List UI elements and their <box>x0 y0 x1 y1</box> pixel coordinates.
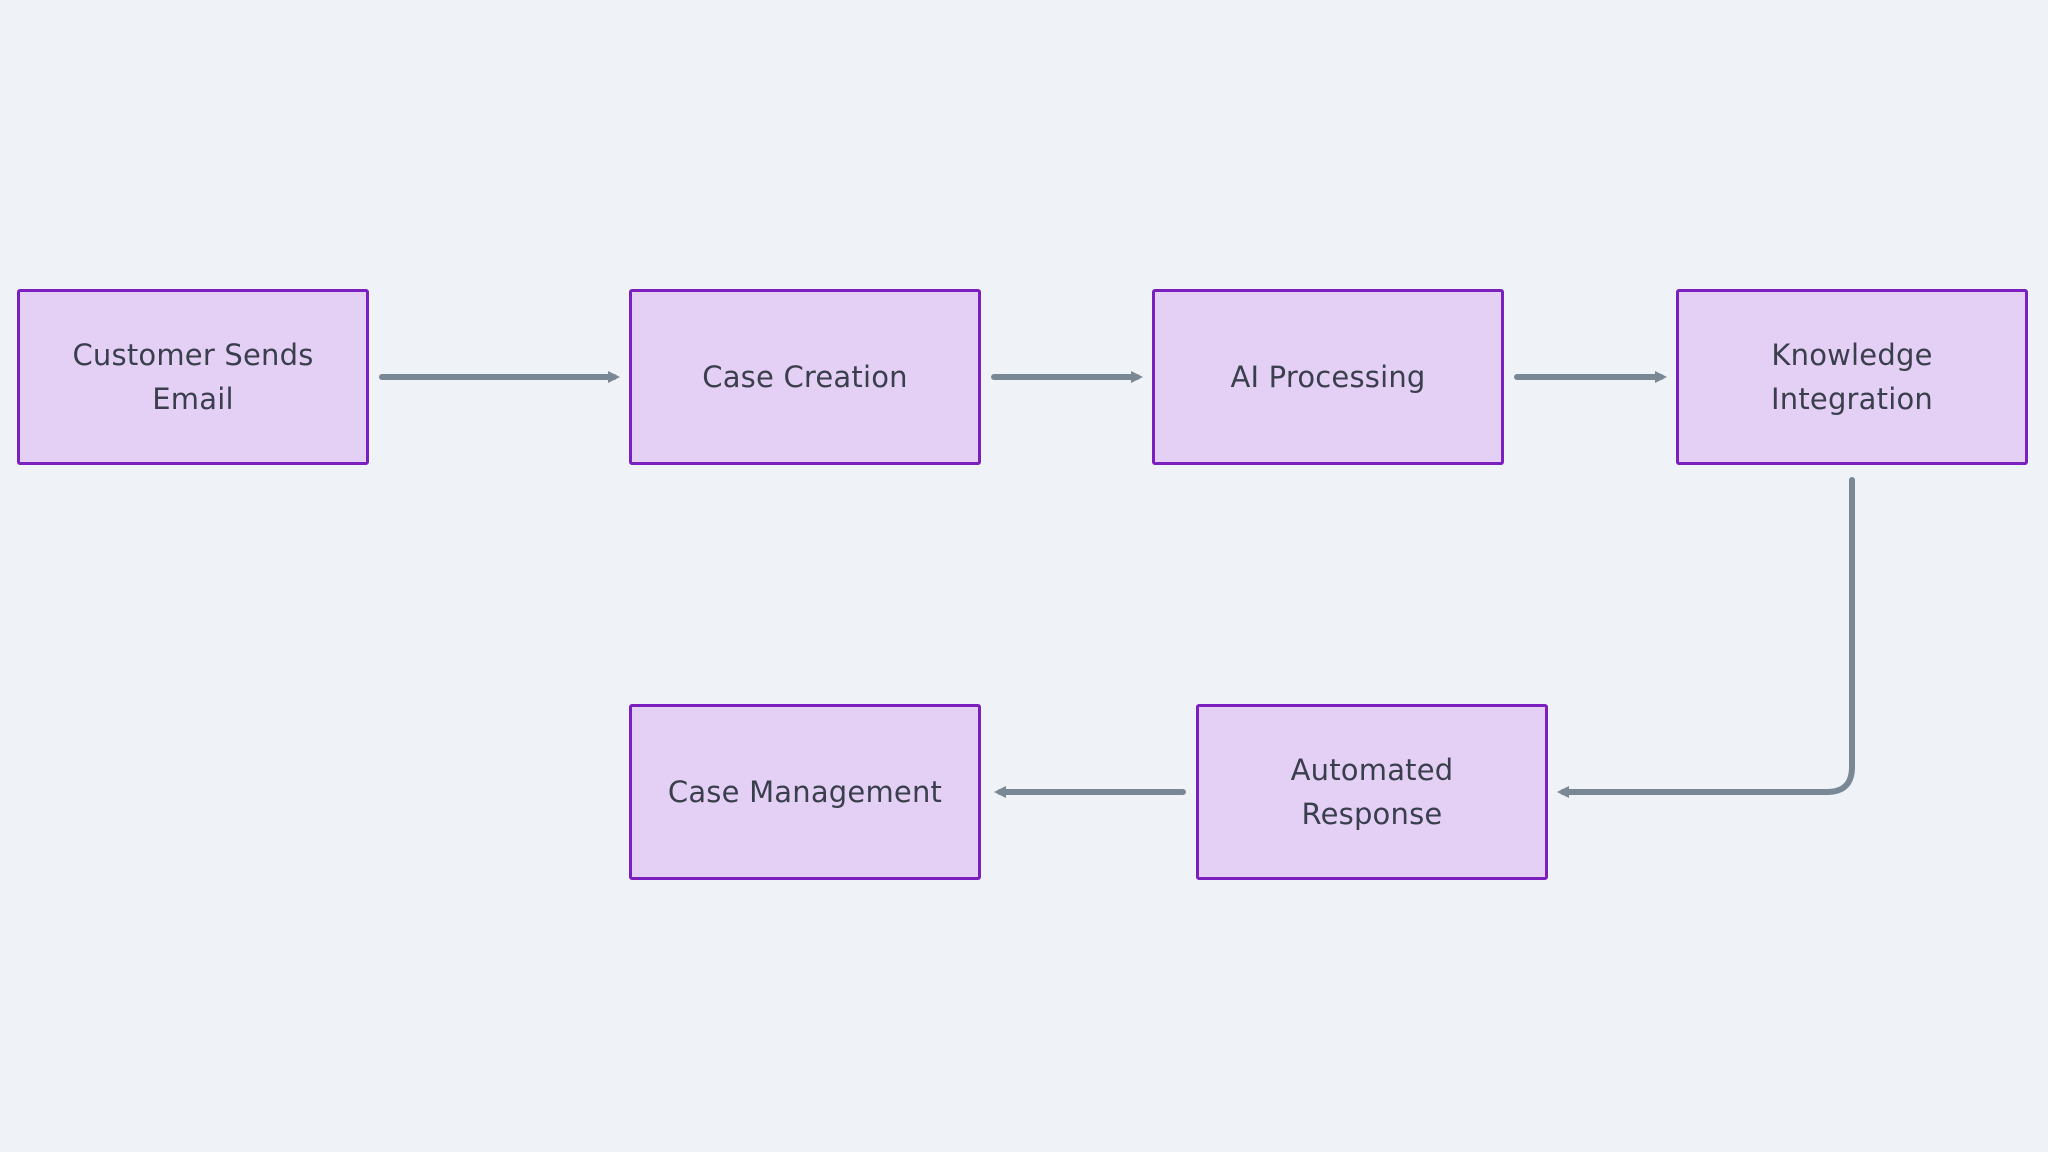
node-label: Case Creation <box>702 360 908 394</box>
node-case-management: Case Management <box>629 704 981 880</box>
node-customer-sends-email: Customer Sends Email <box>17 289 369 465</box>
node-ai-processing: AI Processing <box>1152 289 1504 465</box>
node-label: AI Processing <box>1230 360 1426 394</box>
node-label: Knowledge Integration <box>1771 338 1933 416</box>
edge-knowledge-to-response <box>1557 477 1855 798</box>
node-knowledge-integration: Knowledge Integration <box>1676 289 2028 465</box>
node-case-creation: Case Creation <box>629 289 981 465</box>
node-label: Automated Response <box>1290 753 1454 831</box>
node-label: Customer Sends Email <box>72 338 314 416</box>
node-label: Case Management <box>667 775 943 809</box>
node-automated-response: Automated Response <box>1196 704 1548 880</box>
